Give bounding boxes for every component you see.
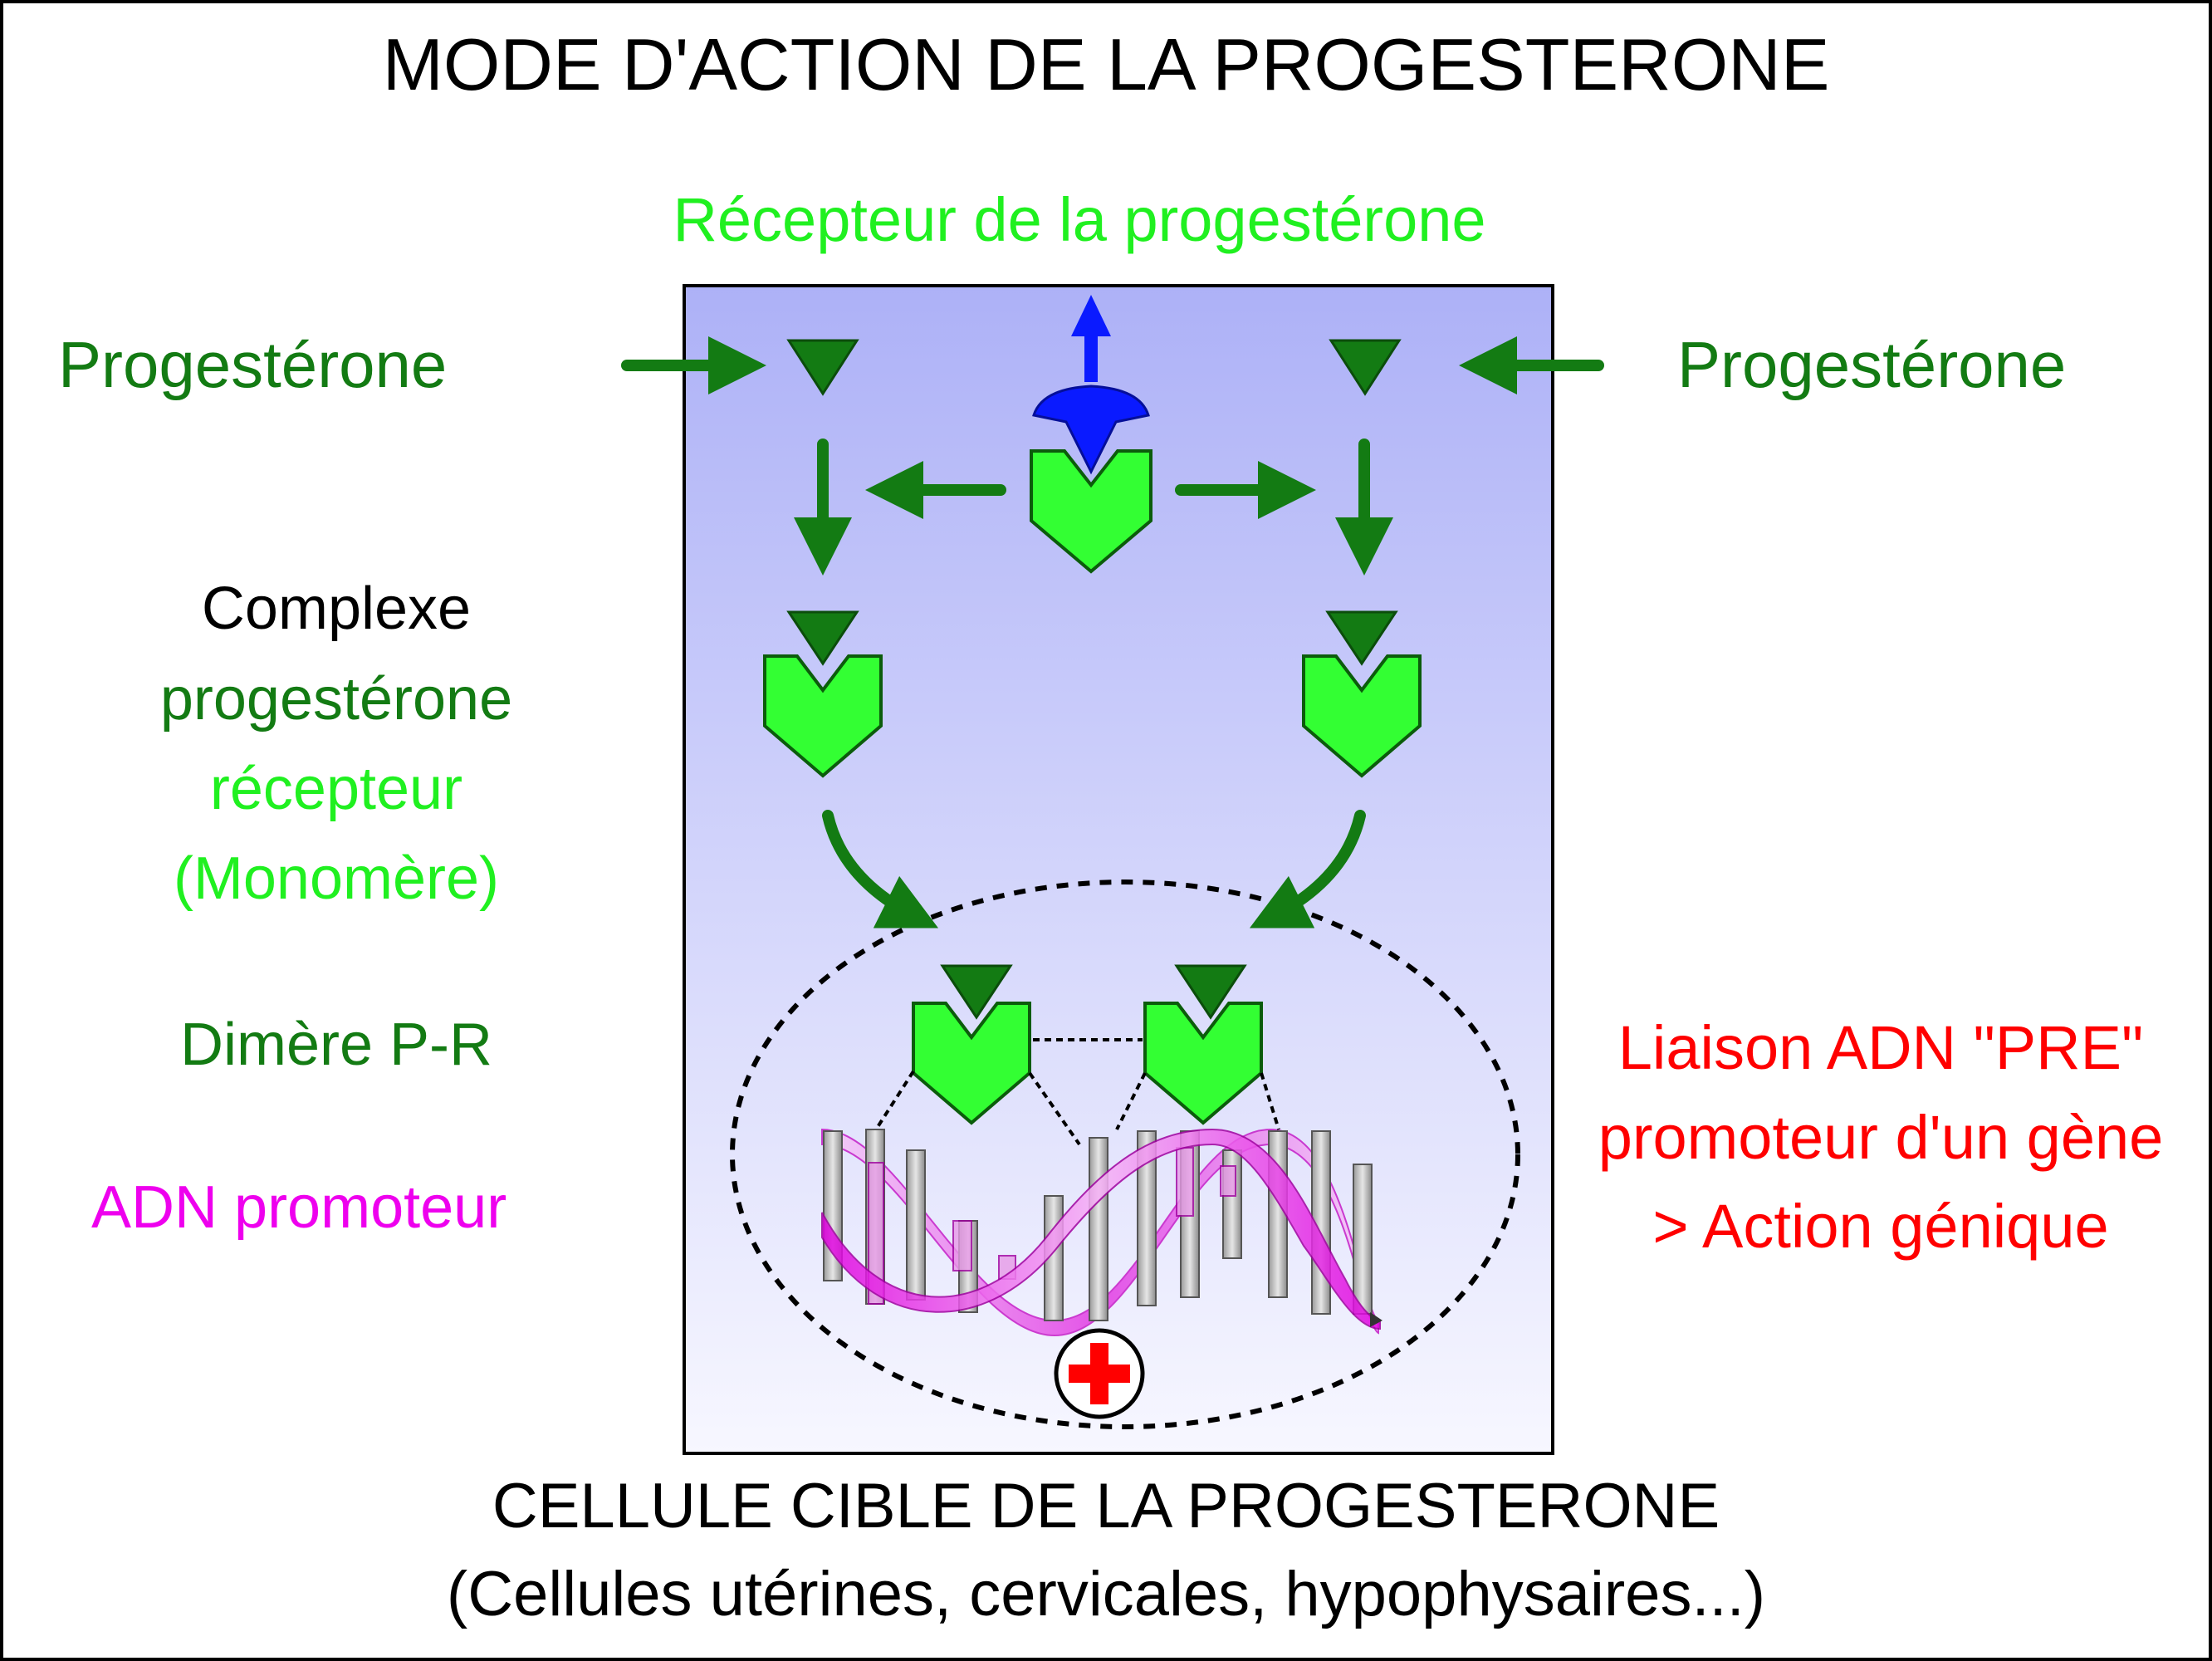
arrow-into-nucleus-right	[1249, 810, 1366, 928]
dna-label-word: ADN	[91, 1174, 218, 1241]
progesterone-left	[786, 339, 859, 396]
dimer-right-receptor	[1143, 1002, 1263, 1125]
binding-label-line3: > Action génique	[1652, 1192, 2109, 1261]
page-title: MODE D'ACTION DE LA PROGESTERONE	[382, 23, 1830, 105]
nucleus	[730, 879, 1520, 1429]
dimer-left-hormone	[940, 964, 1013, 1020]
receptor-free	[1030, 449, 1152, 574]
complex-label-line2: progestérone	[159, 666, 513, 733]
dna-helix	[821, 1128, 1382, 1337]
dimer-right-hormone	[1174, 964, 1247, 1020]
binding-label-line1: Liaison ADN "PRE"	[1617, 1013, 2144, 1082]
receptor-label: Récepteur de la progestérone	[673, 185, 1486, 254]
promoter-label-word: promoteur	[234, 1174, 507, 1241]
monomer-right-hormone	[1325, 610, 1398, 666]
plus-circle-icon	[1054, 1328, 1145, 1419]
chaperone-release-arrow-head	[1071, 295, 1111, 336]
complex-label-line3: récepteur	[209, 756, 463, 822]
complex-label-line4: (Monomère)	[173, 845, 500, 912]
monomer-left-receptor	[763, 654, 883, 778]
cell-title: CELLULE CIBLE DE LA PROGESTERONE	[492, 1471, 1720, 1541]
binding-label-line2: promoteur d'un gène	[1598, 1103, 2164, 1172]
progesterone-left-label: Progestérone	[58, 328, 448, 401]
cell-examples: (Cellules utérines, cervicales, hypophys…	[446, 1559, 1766, 1629]
arrow-into-nucleus-left	[822, 810, 939, 928]
dimer-left-receptor	[912, 1002, 1031, 1125]
dimer-label: Dimère P-R	[179, 1012, 493, 1078]
complex-label-line1: Complexe	[201, 576, 472, 642]
chaperone-protein	[1032, 385, 1150, 475]
monomer-left-hormone	[786, 610, 859, 666]
progesterone-right	[1329, 339, 1402, 396]
dna-promoter-label: ADN promoteur	[91, 1178, 507, 1237]
progesterone-right-label: Progestérone	[1677, 328, 2067, 401]
dimer-dna-links	[874, 1038, 1280, 1146]
monomer-right-receptor	[1302, 654, 1422, 778]
